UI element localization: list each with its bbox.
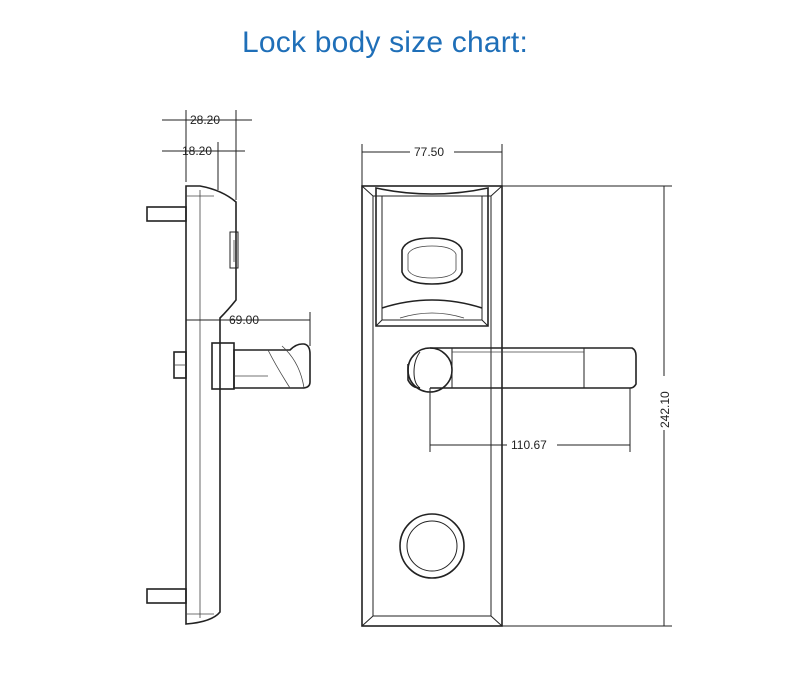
dim-77-50: 77.50 (361, 144, 503, 186)
bottom-spindle (146, 588, 187, 604)
dim-28-20: 28.20 (162, 110, 252, 200)
dim-242-10: 242.10 (502, 185, 672, 627)
front-view: 77.50 (361, 144, 672, 627)
dim-label-69-00: 69.00 (229, 313, 259, 327)
front-plate (361, 185, 503, 627)
side-plate (185, 185, 237, 625)
card-reader-module (375, 187, 489, 327)
dim-label-18-20: 18.20 (182, 144, 212, 158)
page-title: Lock body size chart: (241, 26, 528, 59)
dim-label-28-20: 28.20 (190, 113, 220, 127)
dim-18-20: 18.20 (162, 142, 245, 190)
dim-label-77-50: 77.50 (414, 145, 444, 159)
dim-69-00: 69.00 (186, 312, 311, 346)
handle-rose (407, 347, 453, 393)
top-spindle (146, 206, 187, 222)
side-cylinder (229, 231, 239, 269)
front-plate-inner (372, 195, 492, 617)
dim-label-242-10: 242.10 (658, 391, 672, 428)
card-reader-window (401, 237, 463, 285)
side-handle (211, 342, 311, 390)
dim-110-67: 110.67 (429, 388, 631, 452)
side-view: 28.20 18.20 (146, 110, 311, 625)
front-lever-handle (407, 347, 637, 393)
key-cylinder (399, 513, 465, 579)
dim-label-110-67: 110.67 (511, 438, 547, 452)
